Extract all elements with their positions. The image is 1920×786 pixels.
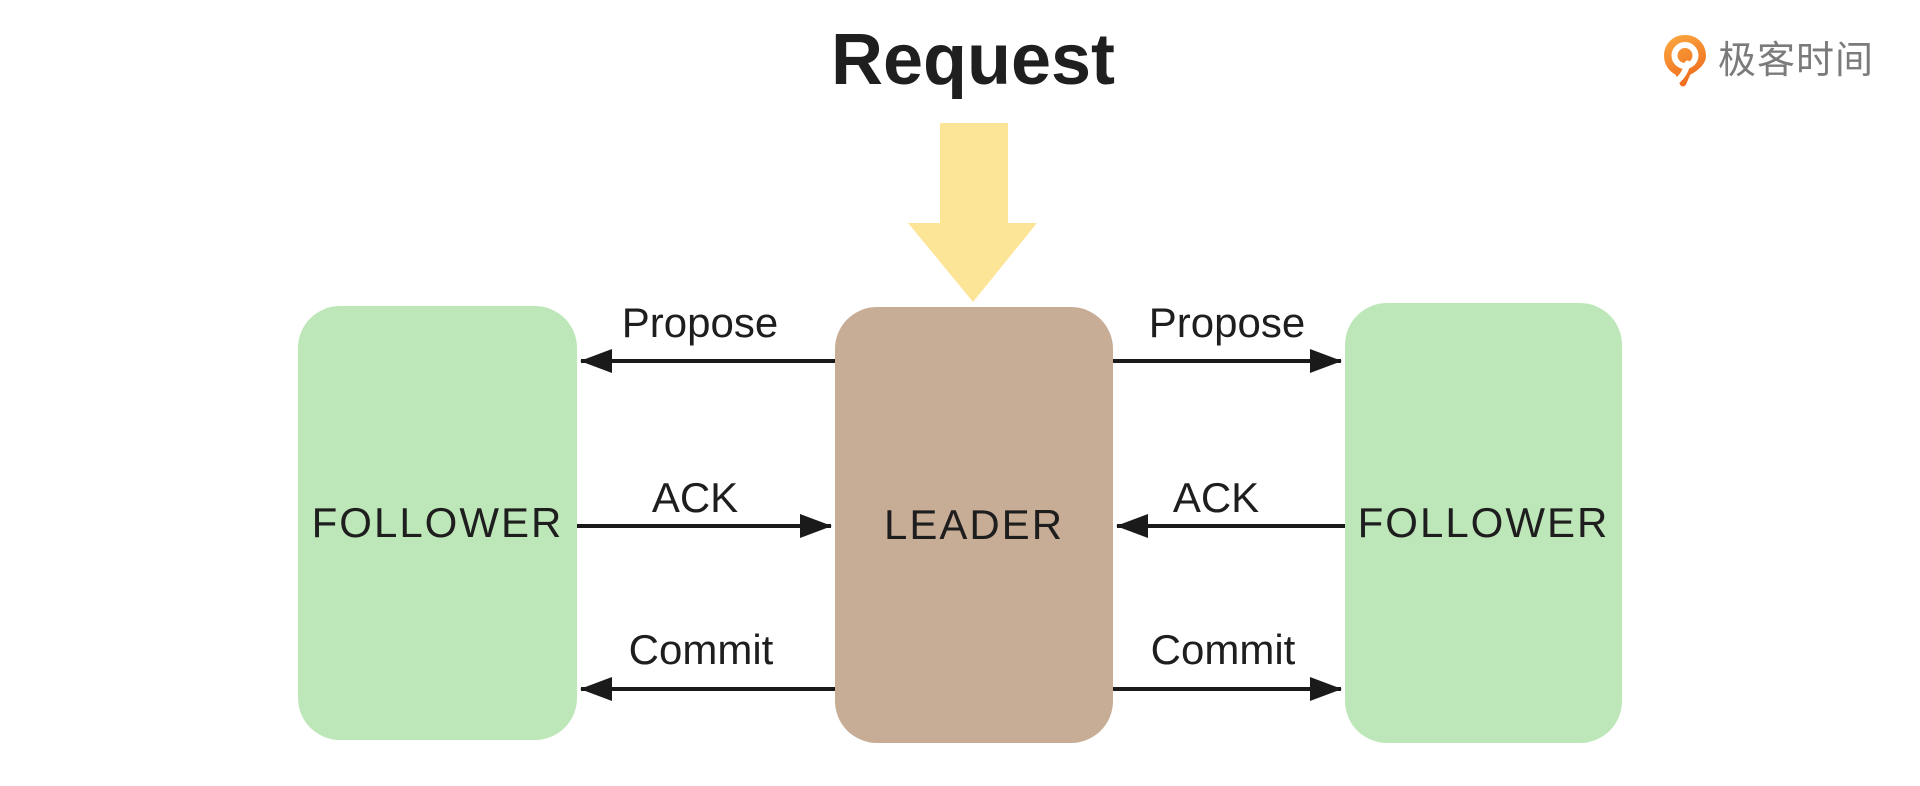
brand-logo: 极客时间 <box>1662 34 1874 88</box>
geektime-logo-icon <box>1664 35 1706 87</box>
label-right-commit: Commit <box>1150 626 1296 673</box>
label-left-ack: ACK <box>651 474 739 521</box>
label-left-propose: Propose <box>621 299 779 346</box>
node-follower-right-label: FOLLOWER <box>1357 499 1610 546</box>
label-right-propose: Propose <box>1148 299 1306 346</box>
node-follower-right: FOLLOWER <box>1345 303 1622 743</box>
label-right-ack: ACK <box>1172 474 1260 521</box>
label-left-commit: Commit <box>628 626 774 673</box>
node-leader-label: LEADER <box>883 501 1065 548</box>
page-title: Request <box>830 20 1116 100</box>
node-leader: LEADER <box>835 307 1113 743</box>
node-follower-left-label: FOLLOWER <box>311 499 564 546</box>
brand-name: 极客时间 <box>1718 40 1875 82</box>
node-follower-left: FOLLOWER <box>298 306 577 740</box>
request-down-arrow <box>908 123 1037 302</box>
